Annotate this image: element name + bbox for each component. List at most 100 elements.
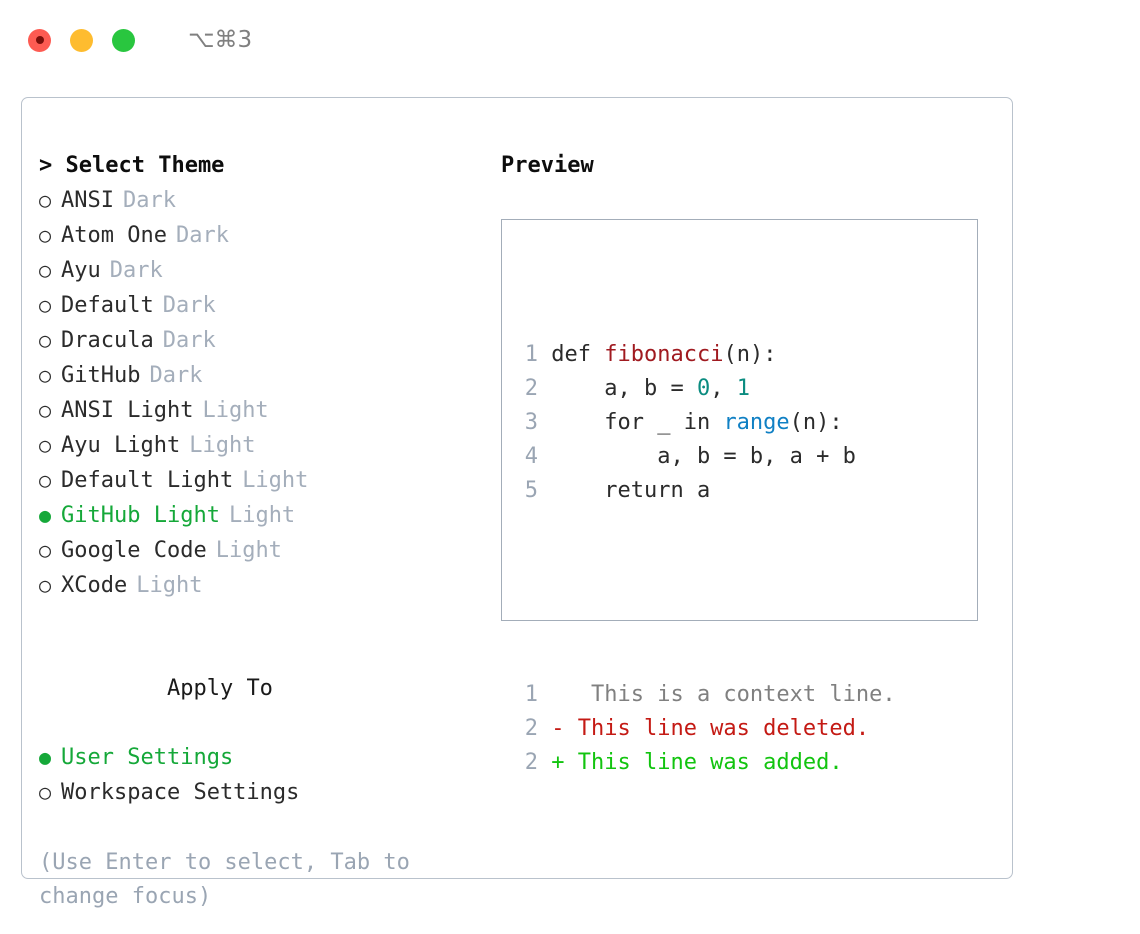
theme-option-label: Ayu Light xyxy=(61,433,181,458)
code-token-plain: (n): xyxy=(789,410,843,435)
theme-option-atom-one[interactable]: ○ Atom One Dark xyxy=(39,218,499,253)
theme-option-label: Atom One xyxy=(61,223,167,248)
diff-line-text: - This line was deleted. xyxy=(538,716,870,741)
minimize-window-button[interactable] xyxy=(70,28,93,52)
code-line: 5 return a xyxy=(516,474,896,508)
radio-unselected-icon: ○ xyxy=(39,538,52,562)
radio-unselected-icon: ○ xyxy=(39,223,52,247)
theme-variant-tag: Light xyxy=(228,503,296,528)
line-number: 3 xyxy=(524,410,538,435)
diff-line-add: 2 + This line was added. xyxy=(516,746,896,780)
theme-option-ayu[interactable]: ○ Ayu Dark xyxy=(39,253,499,288)
line-number: 4 xyxy=(524,444,538,469)
code-token-plain: a, b = b, a + b xyxy=(551,444,856,469)
theme-option-label: Ayu xyxy=(61,258,101,283)
code-gutter-space xyxy=(538,444,551,469)
radio-unselected-icon: ○ xyxy=(39,363,52,387)
theme-variant-tag: Dark xyxy=(162,293,216,318)
code-gutter-space xyxy=(538,478,551,503)
line-number: 2 xyxy=(524,750,538,775)
apply-to-heading-label: Apply To xyxy=(166,676,273,701)
code-gutter-space xyxy=(538,410,551,435)
code-line: 1 def fibonacci(n): xyxy=(516,338,896,372)
line-number: 5 xyxy=(524,478,538,503)
theme-variant-tag: Light xyxy=(136,573,203,598)
theme-option-label: Dracula xyxy=(61,328,154,353)
theme-option-default-light[interactable]: ○ Default Light Light xyxy=(39,463,499,498)
theme-option-ansi-light[interactable]: ○ ANSI Light Light xyxy=(39,393,499,428)
code-token-fn: fibonacci xyxy=(604,342,724,367)
line-number: 1 xyxy=(524,682,538,707)
radio-unselected-icon: ○ xyxy=(39,573,52,597)
apply-to-indent xyxy=(145,671,167,705)
radio-selected-icon: ● xyxy=(39,503,52,527)
radio-unselected-icon: ○ xyxy=(39,328,52,352)
theme-variant-tag: Dark xyxy=(162,328,216,353)
theme-option-label: Google Code xyxy=(61,538,207,563)
keyboard-shortcut-label: ⌥⌘3 xyxy=(188,27,253,53)
theme-option-label: XCode xyxy=(61,573,128,598)
theme-variant-tag: Dark xyxy=(109,258,163,283)
theme-variant-tag: Dark xyxy=(175,223,229,248)
theme-option-ayu-light[interactable]: ○ Ayu Light Light xyxy=(39,428,499,463)
window-controls xyxy=(28,28,135,52)
theme-option-dracula[interactable]: ○ Dracula Dark xyxy=(39,323,499,358)
theme-option-github-light[interactable]: ● GitHub Light Light xyxy=(39,498,499,533)
apply-to-option-workspace-settings[interactable]: ○ Workspace Settings xyxy=(39,775,499,810)
theme-variant-tag: Dark xyxy=(122,188,176,213)
code-token-plain: , xyxy=(710,376,737,401)
code-line: 3 for _ in range(n): xyxy=(516,406,896,440)
theme-option-xcode[interactable]: ○ XCode Light xyxy=(39,568,499,603)
code-token-num: 0 xyxy=(696,376,711,401)
apply-to-list: ● User Settings ○ Workspace Settings xyxy=(39,740,499,810)
theme-option-github[interactable]: ○ GitHub Dark xyxy=(39,358,499,393)
radio-unselected-icon: ○ xyxy=(39,780,52,804)
code-gutter-space xyxy=(538,342,551,367)
code-diff-separator xyxy=(516,576,896,610)
apply-to-heading: Apply To xyxy=(39,637,499,740)
code-token-plain: def xyxy=(551,342,605,367)
code-token-plain: (n): xyxy=(723,342,777,367)
diff-line-text: + This line was added. xyxy=(538,750,843,775)
apply-to-option-label: User Settings xyxy=(61,745,234,770)
keyboard-hint-text: (Use Enter to select, Tab to change focu… xyxy=(39,850,410,909)
line-number: 1 xyxy=(524,342,538,367)
theme-option-label: ANSI Light xyxy=(61,398,194,423)
theme-option-label: Default Light xyxy=(61,468,234,493)
line-number: 2 xyxy=(524,716,538,741)
radio-unselected-icon: ○ xyxy=(39,398,52,422)
code-token-call: range xyxy=(723,410,790,435)
radio-selected-icon: ● xyxy=(39,745,52,769)
theme-variant-tag: Dark xyxy=(149,363,203,388)
radio-unselected-icon: ○ xyxy=(39,433,52,457)
apply-to-option-label: Workspace Settings xyxy=(61,780,300,805)
close-window-button[interactable] xyxy=(28,28,51,52)
theme-option-label: Default xyxy=(61,293,154,318)
code-token-plain: for _ in xyxy=(551,410,724,435)
radio-unselected-icon: ○ xyxy=(39,468,52,492)
theme-variant-tag: Light xyxy=(189,433,256,458)
list-spacer xyxy=(39,603,499,637)
theme-option-label: GitHub xyxy=(61,363,141,388)
radio-unselected-icon: ○ xyxy=(39,258,52,282)
code-token-plain: return a xyxy=(551,478,711,503)
radio-unselected-icon: ○ xyxy=(39,188,52,212)
select-theme-heading: > Select Theme xyxy=(39,153,225,178)
zoom-window-button[interactable] xyxy=(112,28,135,52)
theme-variant-tag: Light xyxy=(202,398,269,423)
theme-variant-tag: Light xyxy=(242,468,309,493)
theme-option-label: ANSI xyxy=(61,188,114,213)
theme-option-label: GitHub Light xyxy=(61,503,220,528)
preview-heading: Preview xyxy=(501,153,594,178)
preview-column: Preview 1 def fibonacci(n):2 a, b = 0, 1… xyxy=(501,149,1001,775)
apply-to-option-user-settings[interactable]: ● User Settings xyxy=(39,740,499,775)
theme-option-ansi[interactable]: ○ ANSI Dark xyxy=(39,183,499,218)
